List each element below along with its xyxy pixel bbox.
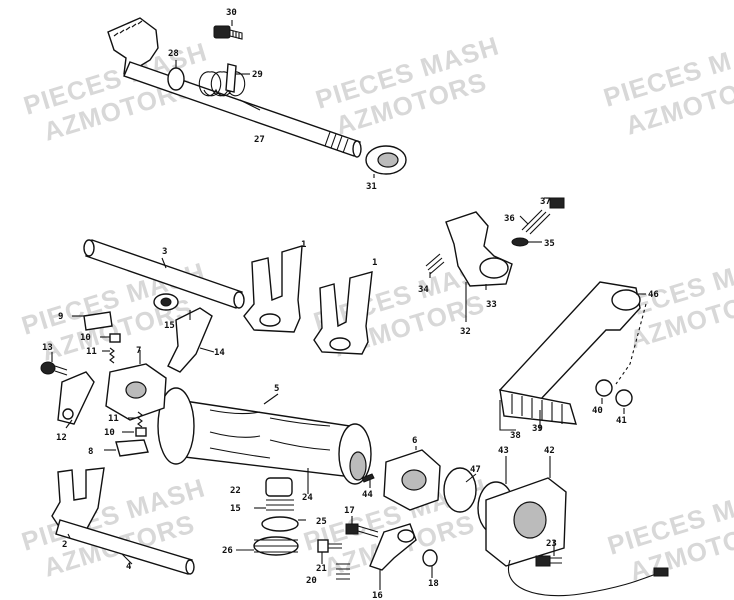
label-10a: 10 xyxy=(80,333,91,343)
footrest-38 xyxy=(499,389,577,425)
spring-34 xyxy=(425,253,445,275)
label-27: 27 xyxy=(254,135,265,145)
fork-shaft-3 xyxy=(83,239,245,309)
bolt-23 xyxy=(535,555,562,567)
shift-fork-1b xyxy=(313,271,373,355)
bolt-13 xyxy=(40,361,68,376)
washer-18 xyxy=(422,549,438,567)
label-41: 41 xyxy=(616,416,627,426)
kick-lever-46 xyxy=(498,281,641,407)
stopper-arm-12 xyxy=(57,371,95,425)
label-3: 3 xyxy=(162,247,167,257)
bolt-37 xyxy=(549,197,565,209)
washer-40 xyxy=(595,379,613,397)
label-36: 36 xyxy=(504,214,515,224)
label-12: 12 xyxy=(56,433,67,443)
label-11b: 11 xyxy=(108,414,119,424)
lever-holder-33 xyxy=(445,211,513,287)
spring-26 xyxy=(253,536,299,556)
label-23: 23 xyxy=(546,539,557,549)
leader-lines xyxy=(51,20,646,590)
pin-10a xyxy=(109,333,121,343)
label-38: 38 xyxy=(510,431,521,441)
cap-22 xyxy=(265,477,293,497)
label-37: 37 xyxy=(540,197,551,207)
label-33: 33 xyxy=(486,300,497,310)
spring-11a xyxy=(109,347,115,364)
label-40: 40 xyxy=(592,406,603,416)
label-1b: 1 xyxy=(372,258,377,268)
label-20: 20 xyxy=(306,576,317,586)
label-15b: 15 xyxy=(230,504,241,514)
gasket-47 xyxy=(443,467,477,513)
shift-arm-14 xyxy=(167,307,213,373)
washer-25 xyxy=(261,516,299,532)
label-43: 43 xyxy=(498,446,509,456)
label-2: 2 xyxy=(62,540,67,550)
label-28: 28 xyxy=(168,49,179,59)
label-29: 29 xyxy=(252,70,263,80)
label-6: 6 xyxy=(412,436,417,446)
label-44: 44 xyxy=(362,490,373,500)
shift-shaft-spring xyxy=(198,63,246,97)
label-30: 30 xyxy=(226,8,237,18)
label-1a: 1 xyxy=(301,240,306,250)
label-18: 18 xyxy=(428,579,439,589)
label-16: 16 xyxy=(372,591,383,600)
indicator-switch-42 xyxy=(485,477,567,567)
fork-shaft-4 xyxy=(55,519,195,575)
label-5: 5 xyxy=(274,384,279,394)
label-7: 7 xyxy=(136,346,141,356)
label-10b: 10 xyxy=(104,428,115,438)
spring-15a xyxy=(153,293,179,311)
pin-44 xyxy=(361,473,375,483)
label-4: 4 xyxy=(126,562,132,572)
label-17: 17 xyxy=(344,506,355,516)
plate-9 xyxy=(83,311,113,331)
shaft-bolt-30 xyxy=(213,25,243,40)
washer-41 xyxy=(615,389,633,407)
shift-fork-2 xyxy=(51,467,105,535)
label-8: 8 xyxy=(88,447,93,457)
label-26: 26 xyxy=(222,546,233,556)
bolt-17 xyxy=(345,523,379,538)
arm-16 xyxy=(369,523,417,571)
wire-harness xyxy=(507,559,669,597)
spring-36 xyxy=(521,209,551,235)
pin-10b xyxy=(135,427,147,437)
label-25: 25 xyxy=(316,517,327,527)
label-11a: 11 xyxy=(86,347,97,357)
label-47: 47 xyxy=(470,465,481,475)
rotor-6 xyxy=(383,449,441,511)
shift-fork-1a xyxy=(243,245,303,333)
shift-drum-5 xyxy=(157,387,372,485)
oil-seal-31 xyxy=(365,145,407,175)
label-14: 14 xyxy=(214,348,225,358)
dashed-guide xyxy=(615,303,647,385)
label-31: 31 xyxy=(366,182,377,192)
label-21: 21 xyxy=(316,564,327,574)
label-9: 9 xyxy=(58,312,63,322)
plate-8 xyxy=(115,439,149,457)
washer-35 xyxy=(511,237,529,247)
label-24: 24 xyxy=(302,493,313,503)
label-35: 35 xyxy=(544,239,555,249)
label-46: 46 xyxy=(648,290,659,300)
label-39: 39 xyxy=(532,424,543,434)
label-34: 34 xyxy=(418,285,429,295)
label-42: 42 xyxy=(544,446,555,456)
label-13: 13 xyxy=(42,343,53,353)
spring-20 xyxy=(336,563,350,580)
bolt-21 xyxy=(317,539,342,553)
spring-11b xyxy=(137,411,143,428)
label-32: 32 xyxy=(460,327,471,337)
spring-19 xyxy=(266,499,294,511)
label-22: 22 xyxy=(230,486,241,496)
label-15a: 15 xyxy=(164,321,175,331)
segment-plate-7 xyxy=(105,363,167,421)
